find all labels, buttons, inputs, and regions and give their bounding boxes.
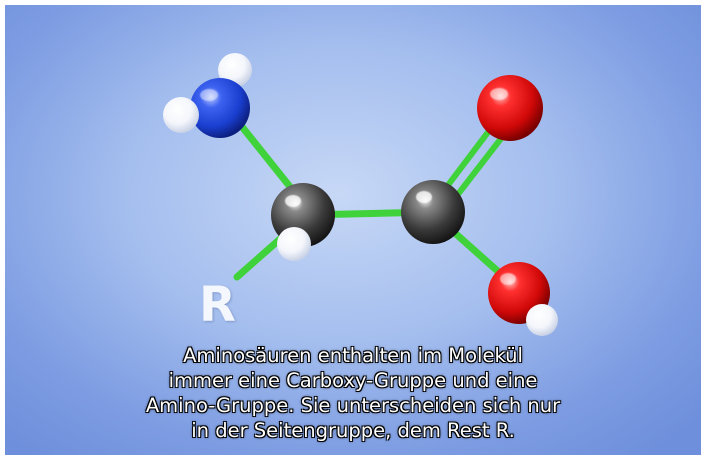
nitrogen-highlight (200, 89, 218, 101)
caption-line: immer eine Carboxy-Gruppe und eine (168, 369, 538, 392)
bonds (227, 109, 516, 287)
caption: Aminosäuren enthalten im Molekül immer e… (5, 343, 701, 443)
oxygen-atom-double (477, 75, 543, 141)
oxygen-highlight-double (490, 88, 508, 100)
molecule-scene: R Aminosäuren enthalten im Molekül immer… (5, 5, 701, 455)
hydrogen-atom-alpha (277, 227, 311, 261)
residue-label: R (199, 277, 236, 333)
caption-line: Aminosäuren enthalten im Molekül (183, 344, 523, 367)
caption-line: Amino-Gruppe. Sie unterscheiden sich nur (145, 394, 561, 417)
caption-line: in der Seitengruppe, dem Rest R. (191, 419, 515, 442)
hydrogen-atom-left (163, 97, 199, 133)
oxygen-highlight-hydroxyl (500, 273, 516, 285)
amino-acid-model (163, 53, 558, 336)
nitrogen-atom (190, 78, 250, 138)
alpha-carbon-highlight (285, 195, 301, 207)
hydrogen-atom-hydroxyl (526, 304, 558, 336)
carboxyl-carbon-highlight (416, 191, 432, 203)
hydrogen-atom-top (218, 53, 252, 87)
carboxyl-carbon-atom (401, 180, 465, 244)
